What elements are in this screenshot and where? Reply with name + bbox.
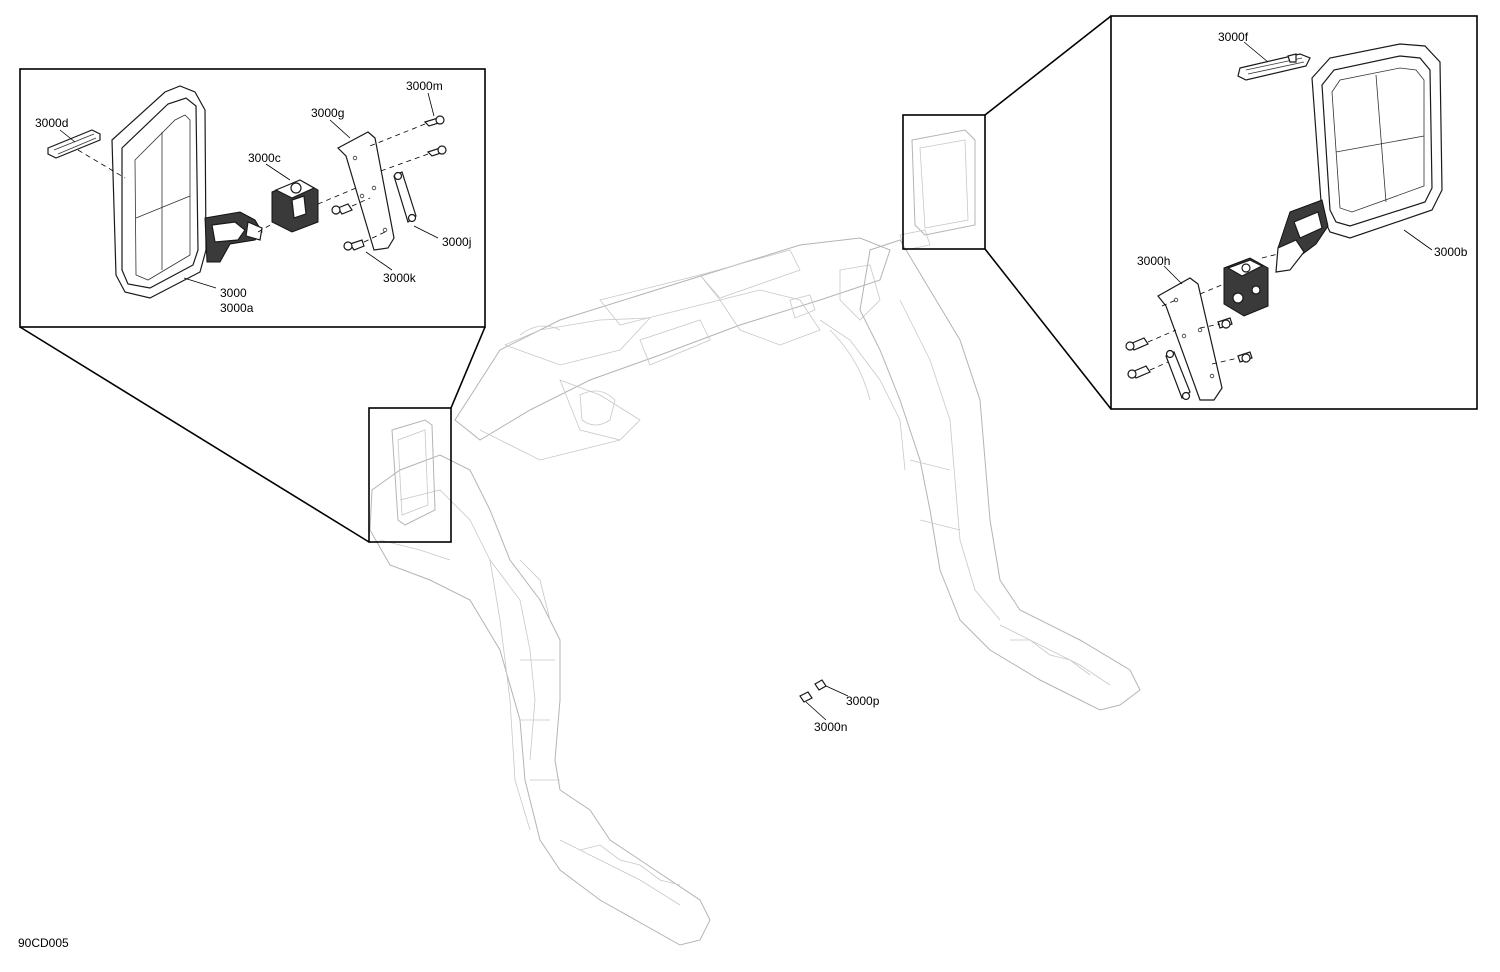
callout-3000c: 3000c [248,151,281,165]
connector-left-bottom [19,326,370,543]
left-mirror-detail: 3000d 3000c 3000g 3000m 3000j 3000k 3000… [19,68,486,328]
zoom-marker-left [368,407,452,543]
part-bracket-right [1165,349,1191,401]
part-3000k-screws [331,197,386,251]
callout-3000n: 3000n [814,720,847,734]
callout-3000m: 3000m [406,79,443,93]
connector-right-bottom [984,248,1112,410]
cab-frame-ghost [369,129,1141,946]
part-3000j-bracket [393,171,417,223]
connector-right-top [984,15,1112,116]
part-3000h-plate [1157,277,1223,401]
connector-left-top [450,326,486,409]
part-3000g-plate [337,131,395,251]
callout-3000j: 3000j [442,235,471,249]
zoom-marker-right [902,114,986,250]
callout-3000d: 3000d [35,116,68,130]
part-3000m-screws [369,115,447,173]
part-3000c-clamp [257,179,357,233]
left-mirror-part [111,85,263,299]
callout-3000: 3000 [220,286,247,300]
part-clamp-right [1199,257,1269,317]
callout-3000b: 3000b [1434,245,1468,259]
callout-3000h: 3000h [1137,254,1170,268]
hardware-3000n-3000p: 3000p 3000n [799,679,880,734]
right-mirror-part [1261,43,1443,273]
right-mirror-detail: 3000f 3000h 3000b [1110,15,1478,410]
callout-3000g: 3000g [311,106,344,120]
part-screws-right [1125,299,1253,379]
part-3000d-cap [47,129,126,179]
callout-3000f: 3000f [1218,30,1249,44]
callout-3000p: 3000p [846,694,880,708]
diagram-id: 90CD005 [18,936,69,950]
callout-3000a: 3000a [220,301,254,315]
callout-3000k: 3000k [383,271,417,285]
part-3000f-cap [1237,53,1311,81]
